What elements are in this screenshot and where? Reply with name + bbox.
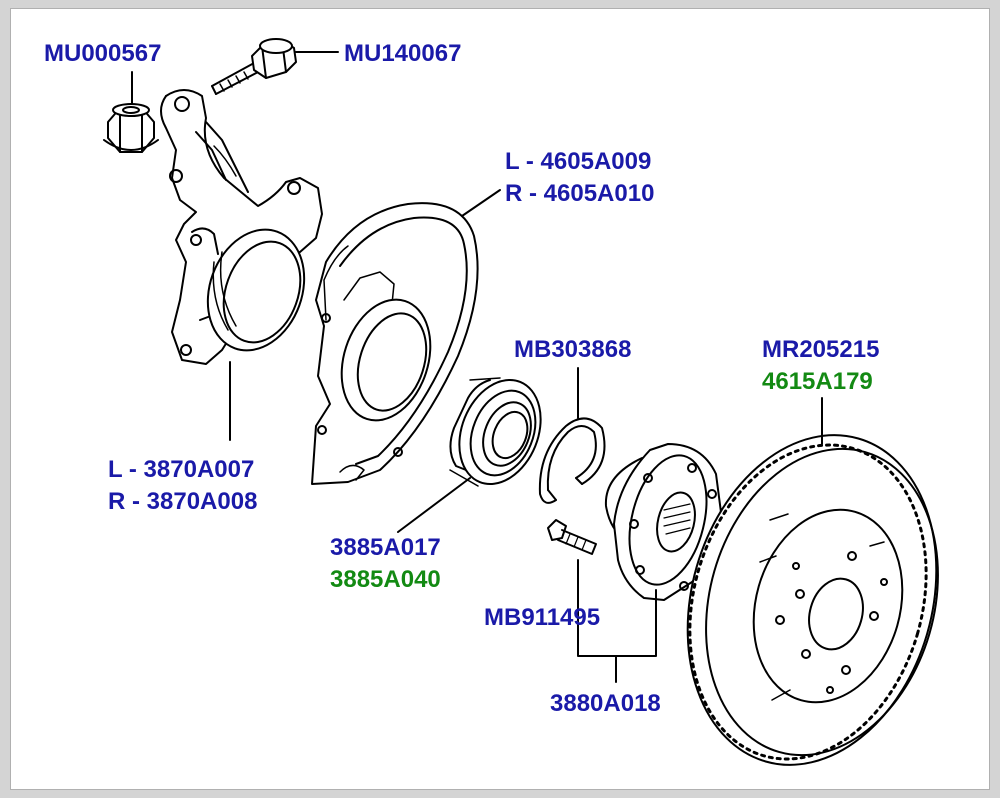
nut-part-label: MU000567 [44, 40, 162, 67]
wheel-hub-label: 3880A018 [550, 690, 661, 717]
knuckle-left-label: L - 3870A007 [108, 456, 255, 483]
brake-disc-alt-label: 4615A179 [762, 368, 873, 395]
dust-shield-right-label: R - 4605A010 [505, 180, 655, 207]
brake-disc-part [686, 434, 939, 766]
brake-disc-label: MR205215 [762, 336, 880, 363]
wheel-stud-part [547, 519, 597, 555]
flange-nut-part [103, 103, 159, 153]
bolt-part [211, 38, 297, 95]
bolt-part-label: MU140067 [344, 40, 462, 67]
bearing-label: 3885A017 [330, 534, 441, 561]
leader-lines [131, 51, 823, 683]
dust-shield-part [311, 202, 479, 485]
wheel-hub-part [604, 443, 723, 601]
bearing-alt-label: 3885A040 [330, 566, 441, 593]
snap-ring-part [538, 417, 606, 504]
wheel-bearing-part [449, 377, 542, 487]
knuckle-right-label: R - 3870A008 [108, 488, 258, 515]
wheel-stud-label: MB911495 [484, 604, 601, 631]
steering-knuckle-part [160, 89, 323, 365]
snap-ring-label: MB303868 [514, 336, 632, 363]
dust-shield-left-label: L - 4605A009 [505, 148, 652, 175]
